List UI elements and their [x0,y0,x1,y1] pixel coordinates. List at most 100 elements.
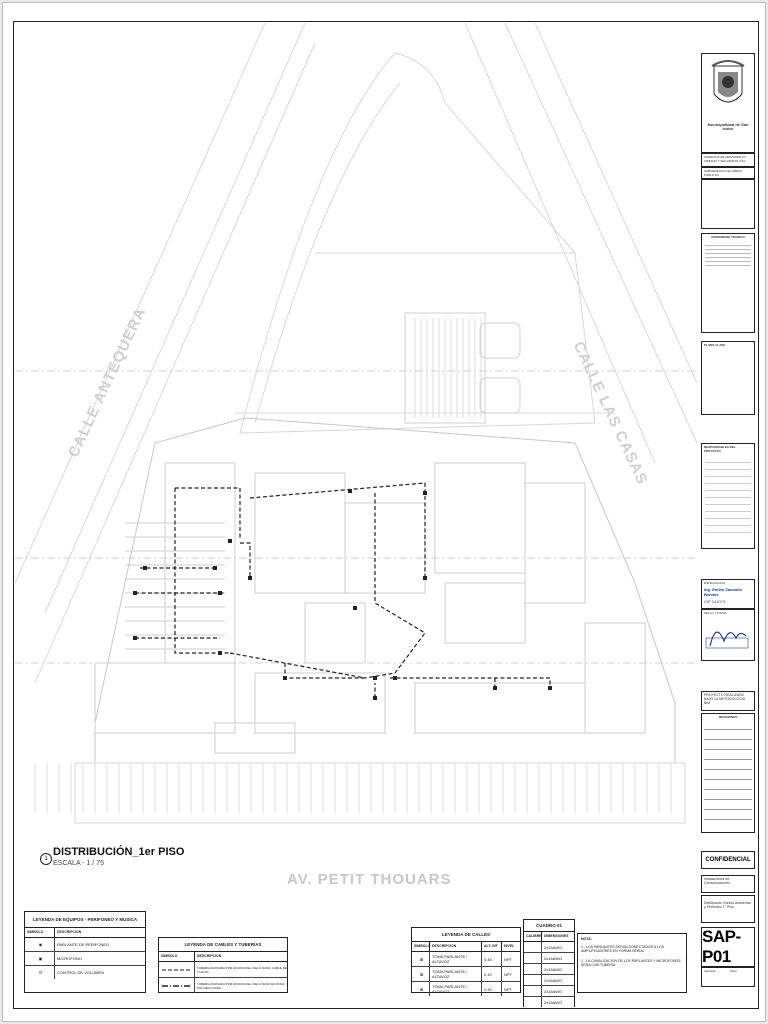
cuadro-row-index [524,975,542,985]
outlet-icon: ⊠ [412,952,430,966]
title-block: Municipalidad de San Isidro GERENCIA DE … [697,23,757,1007]
date-value: 2022 [730,969,737,973]
speaker-icon: ◉ [25,938,55,951]
equipment-legend-table: LEYENDA DE EQUIPOS - PERIFONEO Y MUSICA … [24,911,146,993]
cuadro-title: CUADRO 01 [524,920,574,932]
cuadro-header-calibre: CALIBRE [524,932,542,941]
specialty-box: Instalaciones de Comunicaciones [701,875,755,893]
calles-header-alt: ALT. INT [482,942,502,951]
equipment-row-description: PARLANTE DE PERIFONEO [57,942,110,947]
cuadro-row-index [524,986,542,996]
cuadro-row-index [524,942,542,952]
floor-plan-drawing [15,23,697,824]
cuadro-row: 2x16AWG [524,975,574,986]
calles-row-description: TOMA PARLANTE / ALTAVOZ [430,952,482,966]
dashed-line-icon [159,962,195,977]
equipment-legend-title: LEYENDA DE EQUIPOS - PERIFONEO Y MUSICA [25,912,145,928]
calles-row-description: TOMA PARLANTE / ALTAVOZ [430,982,482,996]
dashdot-line-icon [159,978,195,993]
calles-row-nivel: NPT [504,986,512,992]
responsables-box: RESPONSABLES DEL PROYECTO [701,443,755,549]
cables-legend-table: LEYENDA DE CABLES Y TUBERIAS SIMBOLO DES… [158,937,288,993]
cuadro-row: 2x16AWG [524,953,574,964]
outlet-icon: ⊠ [412,967,430,981]
calles-legend-title: LEYENDA DE CALLES [412,928,520,942]
rack-icon: ▣ [25,952,55,965]
scale-date-box: Indicada 2022 [701,967,755,987]
note-item: 1.- LOS PARLANTES SERAN CONECTADOS A LOS… [581,945,664,953]
plano-clave-box: PLANO CLAVE [701,341,755,415]
specialty-text: Instalaciones de Comunicaciones [704,877,730,885]
cuadro-row-index [524,964,542,974]
project-label: EXPEDIENTE TECNICO [711,235,745,239]
calles-legend-table: LEYENDA DE CALLES SIMBOLO DESCRIPCION AL… [411,927,521,996]
sheet-code: SAP-P01 [702,927,741,966]
sheet-border [13,21,759,1009]
office-line-box: SUBGERENCIA DE OBRAS PUBLICAS [701,167,755,179]
signature-stamp [705,631,749,649]
equipment-row-description: MICROFONO [57,956,82,961]
plan-name-box: Distribución Sonido Ambiental y Perifone… [701,895,755,923]
scale-value: Indicada [704,969,716,973]
sheet-code-box: SAP-P01 [701,927,755,967]
cuadro-row: 2x16AWG [524,997,574,1007]
office-line: GERENCIA DE DESARROLLO URBANO Y SEGURIDA… [704,155,746,163]
calles-row-alt: 0.40 [482,952,502,966]
notes-title: NOTA: [581,937,592,941]
equipment-header-description: DESCRIPCION [57,930,82,934]
specialist-cip: CIP 141074 [704,599,726,604]
note-item: 2.- LA CANALIZACION DE LOS PARLANTES Y M… [581,959,681,967]
drawing-number-badge: 1 [40,853,52,865]
street-label-bottom: AV. PETIT THOUARS [287,871,452,888]
office-details-box [701,179,755,229]
calles-row-description: TOMA PARLANTE / ALTAVOZ [430,967,482,981]
calles-row-nivel: NPT [504,956,512,962]
calles-header-description: DESCRIPCION [430,942,482,951]
drawing-scale: ESCALA - 1 / 75 [53,860,104,867]
methodology-box: PROYECTO REALIZADO BAJO LA METODOLOGIA B… [701,691,755,711]
equipment-row-description: CONTROL DE VOLUMEN [57,970,104,975]
cuadro-row-index [524,997,542,1007]
cuadro-row-value: 2x16AWG [544,988,563,994]
cables-legend-title: LEYENDA DE CABLES Y TUBERIAS [159,938,287,952]
responsables-label: RESPONSABLES DEL PROYECTO [704,445,736,453]
plan-name: Distribución Sonido Ambiental y Perifone… [704,901,751,909]
cuadro-row: 2x16AWG [524,964,574,975]
responsables-list [705,456,751,536]
project-text-block [705,242,751,268]
office-line: SUBGERENCIA DE OBRAS PUBLICAS [704,169,743,177]
cuadro-row-value: 2x16AWG [544,944,563,950]
cuadro-header-dimensiones: DIMENSIONES [544,934,569,938]
calles-row-alt: 0.40 [482,967,502,981]
notes-box: NOTA: 1.- LOS PARLANTES SERAN CONECTADOS… [577,933,687,993]
calles-header-nivel: NIVEL [504,944,515,948]
cuadro-row-index [524,953,542,963]
cuadro-row-value: 2x16AWG [544,999,563,1005]
cables-header-description: DESCRIPCION [197,954,222,958]
cables-row-description: TUBERIA ADOSADA POR ENCIMA DEL CIELO RAS… [197,965,287,974]
revisions-box: REVISIONES [701,713,755,833]
equipment-header-symbol: SIMBOLO [25,928,55,937]
cuadro-row-value: 2x16AWG [544,955,563,961]
cuadro-row-value: 2x16AWG [544,966,563,972]
specialist-name: Ing. Emilio Zamudio Benites [704,587,742,597]
project-box: EXPEDIENTE TECNICO [701,233,755,333]
calles-header-symbol: SIMBOLO [412,942,430,951]
specialist-label: ESPECIALISTA [704,581,726,585]
cables-row-description: TUBERIA ADOSADA POR ENCIMA DEL CIELO RAS… [197,981,285,990]
calles-row-nivel: NPT [504,971,512,977]
drawing-title: DISTRIBUCIÓN_1er PISO [53,846,185,858]
floor-plan: CALLE ANTEQUERA CALLE LAS CASAS AV. PETI… [15,23,697,1007]
municipality-name: Municipalidad de San Isidro [707,122,749,131]
revisions-table [704,720,752,820]
calles-row-alt: 0.40 [482,982,502,996]
control-icon: ⊡ [25,966,55,979]
methodology-text: PROYECTO REALIZADO BAJO LA METODOLOGIA B… [704,693,745,705]
signature-box: SELLO Y FIRMA [701,609,755,661]
cables-header-symbol: SIMBOLO [159,952,195,961]
cuadro-table: CUADRO 01 CALIBRE DIMENSIONES 2x16AWG 2x1… [523,919,575,1007]
municipality-seal-logo [711,60,745,103]
stamp-label: SELLO Y FIRMA [704,611,727,615]
outlet-icon: ⊠ [412,982,430,996]
